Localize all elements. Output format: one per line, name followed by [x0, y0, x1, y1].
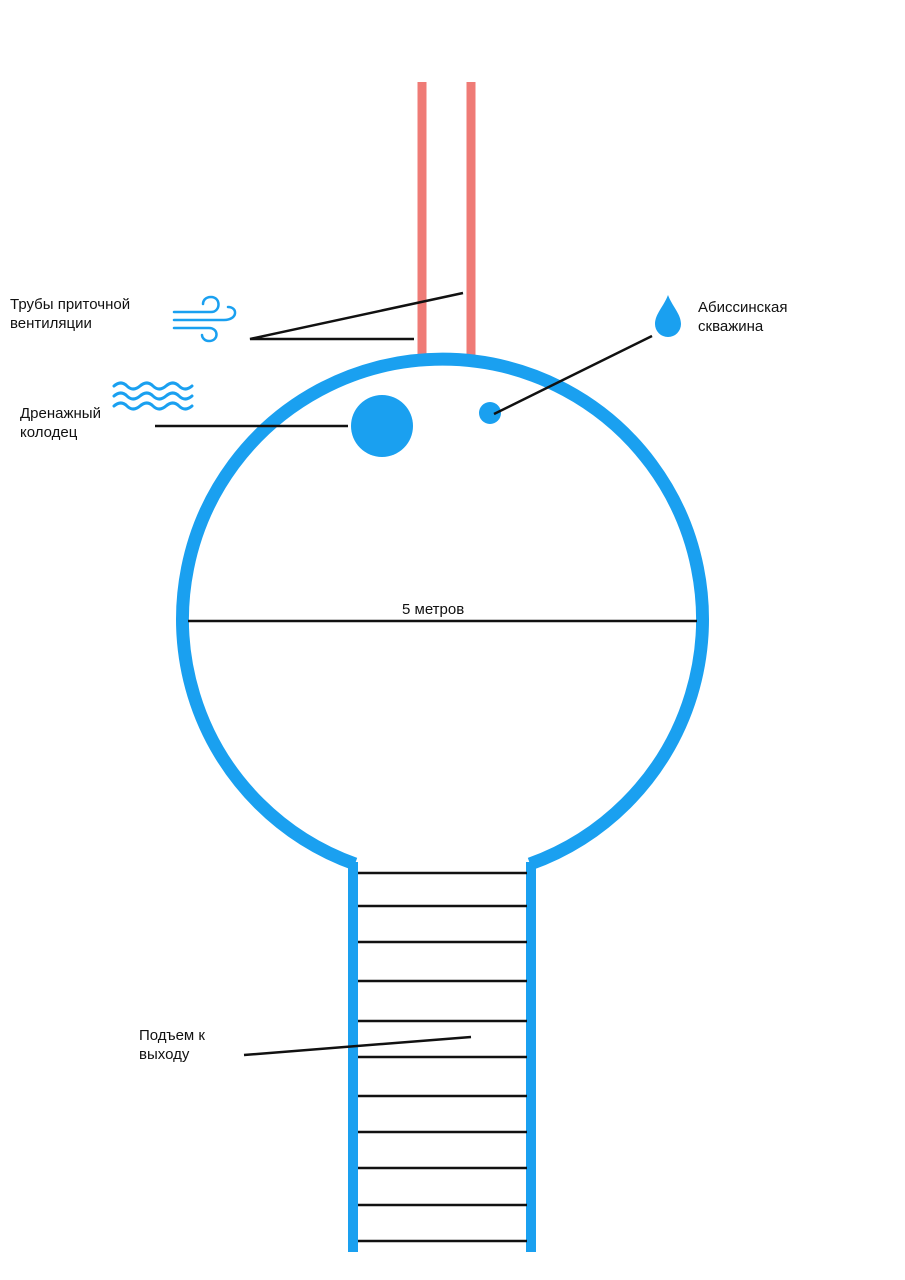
- exit-label-line-2: выходу: [139, 1046, 190, 1063]
- ventilation-label-line-1: Трубы приточной: [10, 296, 131, 313]
- drainage-label-line-1: Дренажный: [20, 405, 101, 422]
- diameter-label-text: 5 метров: [402, 601, 465, 618]
- chamber-wall: [176, 352, 709, 871]
- abyssinian-well-marker: [479, 402, 501, 424]
- ventilation-label-line-2: вентиляции: [10, 315, 92, 332]
- drainage-label-line-2: колодец: [20, 424, 78, 441]
- ladder: [358, 871, 527, 1243]
- well-label-line-2: скважина: [698, 318, 764, 335]
- wind-icon: [172, 295, 237, 343]
- waves-icon: [112, 381, 194, 411]
- exit-leader-line: [243, 1035, 472, 1057]
- ventilation-leader-line: [249, 291, 464, 341]
- exit-ladder-label: Подъем к выходу: [139, 1026, 205, 1064]
- drainage-well-label: Дренажный колодец: [20, 404, 101, 442]
- well-label-line-1: Абиссинская: [698, 299, 788, 316]
- water-drop-icon: [655, 295, 681, 337]
- exit-label-line-1: Подъем к: [139, 1027, 205, 1044]
- abyssinian-well-label: Абиссинская скважина: [698, 298, 788, 336]
- diameter-label: 5 метров: [402, 600, 464, 619]
- ventilation-pipes-label: Трубы приточной вентиляции: [10, 295, 130, 333]
- well-leader-line: [493, 334, 653, 416]
- drainage-well-marker: [351, 395, 413, 457]
